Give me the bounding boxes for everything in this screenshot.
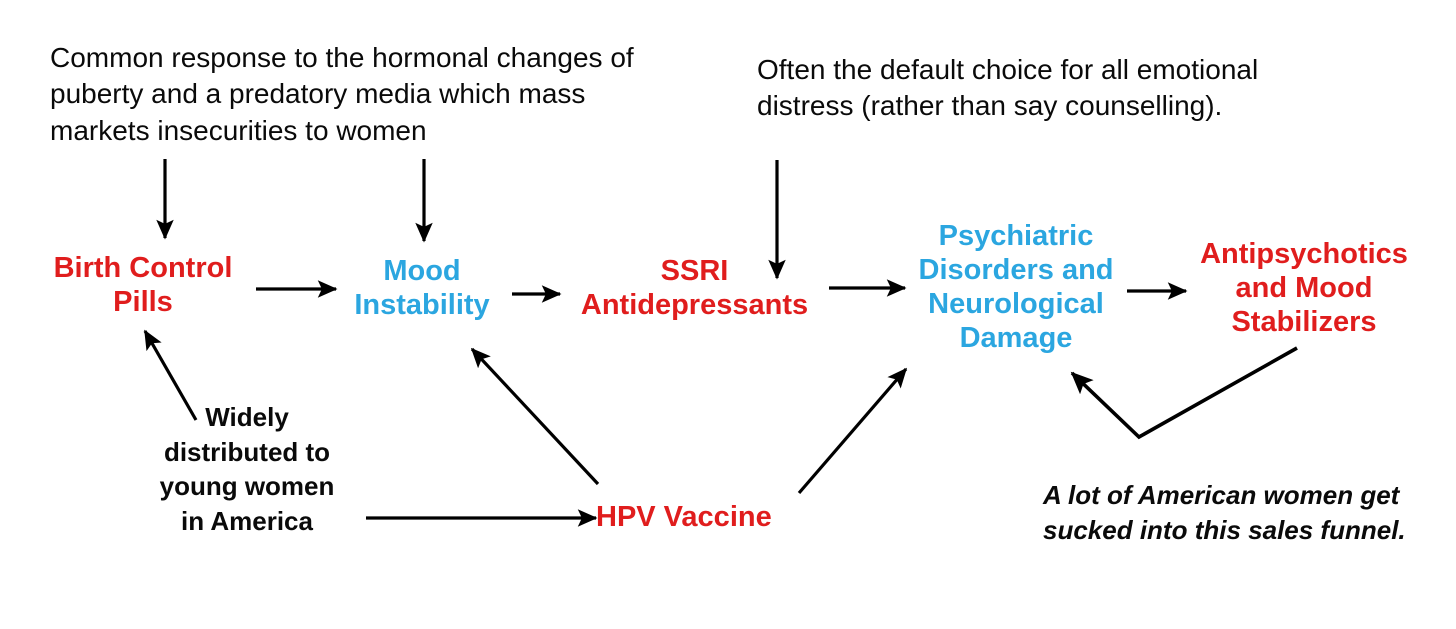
annotation-puberty-note: Common response to the hormonal changes … (50, 42, 634, 146)
node-ssri-antidepressants[interactable]: SSRI Antidepressants (580, 255, 809, 321)
node-hpv-vaccine[interactable]: HPV Vaccine (596, 501, 772, 533)
node-mood-instability[interactable]: Mood Instability (354, 255, 490, 321)
edge-antipsychotics-to-psychiatric (1070, 346, 1298, 440)
node-antipsychotics-and-mood-stabilizers[interactable]: Antipsychotics and Mood Stabilizers (1200, 238, 1408, 338)
edge-hpv-to-psychiatric (797, 367, 908, 495)
annotation-default-choice-note: Often the default choice for all emotion… (757, 54, 1259, 122)
node-psychiatric-disorders[interactable]: Psychiatric Disorders and Neurological D… (918, 220, 1114, 354)
annotation-sales-funnel-note: A lot of American women get sucked into … (1043, 480, 1406, 545)
annotation-widely-distributed-note: Widely distributed to young women in Ame… (159, 402, 335, 536)
edge-hpv-to-mood (470, 347, 600, 486)
node-birth-control-pills[interactable]: Birth Control Pills (53, 252, 233, 318)
